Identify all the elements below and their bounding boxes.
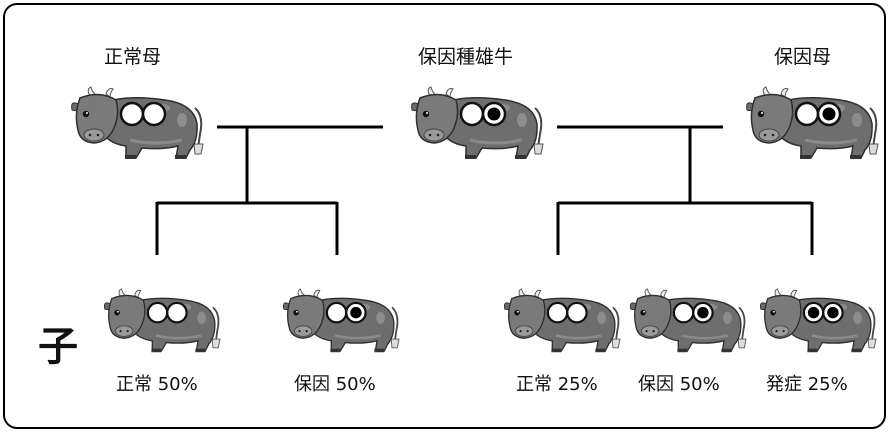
offspring-2-label: 保因 50% <box>294 374 376 395</box>
gene-normal-circle <box>672 301 695 324</box>
gene-normal-circle <box>166 301 188 324</box>
gene-normal-circle <box>325 301 348 324</box>
cow-carrier-mother <box>745 85 880 161</box>
carrier-mother-label: 保因母 <box>774 46 832 68</box>
cow-carrier-bull <box>410 85 545 161</box>
offspring-5-label: 発症 25% <box>766 374 848 395</box>
cow-offspring-4 <box>629 287 748 354</box>
offspring-label: 子 <box>38 324 78 370</box>
carrier-dot <box>487 107 501 121</box>
gene-normal-circle <box>141 101 167 127</box>
carrier-dot <box>807 306 820 319</box>
offspring-4-label: 保因 50% <box>638 374 720 395</box>
carrier-dot <box>350 306 362 319</box>
cow-offspring-5 <box>759 287 878 354</box>
gene-normal-circle <box>794 101 820 127</box>
gene-normal-circle <box>546 301 569 324</box>
carrier-dot <box>697 306 709 319</box>
carrier-dot <box>827 306 839 319</box>
cow-offspring-3 <box>503 287 622 354</box>
diagram-frame <box>3 3 886 429</box>
cow-offspring-2 <box>282 287 401 354</box>
offspring-3-label: 正常 25% <box>516 374 598 395</box>
gene-normal-circle <box>459 101 485 127</box>
gene-normal-circle <box>566 301 588 324</box>
normal-mother-label: 正常母 <box>104 46 162 68</box>
offspring-1-label: 正常 50% <box>116 374 198 395</box>
gene-normal-circle <box>146 301 169 324</box>
carrier-bull-label: 保因種雄牛 <box>418 46 514 68</box>
carrier-dot <box>822 107 836 121</box>
cow-offspring-1 <box>103 287 222 354</box>
cow-normal-mother <box>70 85 205 161</box>
gene-normal-circle <box>119 101 145 127</box>
